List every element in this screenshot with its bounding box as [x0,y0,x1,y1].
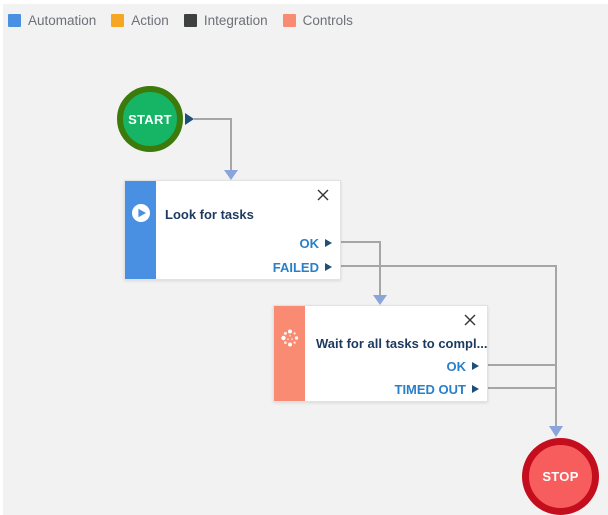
task1-stripe [125,181,156,279]
automation-swatch [8,14,21,27]
start-output-port [185,113,194,125]
port-triangle-icon [325,239,332,247]
task-node-look-for-tasks[interactable]: Look for tasks OK FAILED [124,180,341,280]
node-title: Wait for all tasks to compl... [316,336,488,351]
port-triangle-icon [325,263,332,271]
output-port-ok[interactable]: OK [446,356,479,376]
output-label: OK [299,235,320,251]
legend-label: Action [131,13,169,28]
output-port-timed-out[interactable]: TIMED OUT [394,379,479,399]
close-icon[interactable] [462,312,478,328]
legend-label: Automation [28,13,97,28]
output-port-ok[interactable]: OK [299,233,332,253]
arrowhead-into-task1 [224,170,238,180]
port-triangle-icon [472,362,479,370]
port-triangle-icon [472,385,479,393]
start-label: START [128,111,172,127]
legend-item-action: Action [111,13,169,28]
play-circle-icon [131,204,150,222]
start-node[interactable]: START [117,86,183,152]
spinner-icon [280,329,298,347]
connector-start-to-task1 [194,118,232,170]
output-label: OK [446,358,467,374]
node-title: Look for tasks [165,207,254,222]
output-port-failed[interactable]: FAILED [273,257,332,277]
legend-item-automation: Automation [8,13,96,28]
legend-label: Integration [203,13,268,28]
workflow-canvas[interactable]: Automation Action Integration Controls [3,4,608,515]
task-node-wait-for-all-tasks[interactable]: Wait for all tasks to compl... OK TIMED … [273,305,488,402]
output-label: TIMED OUT [394,381,467,397]
arrowhead-into-task2 [373,295,387,305]
integration-swatch [183,14,197,27]
legend-label: Controls [302,13,353,28]
connector-task1-failed-to-stop [341,265,557,426]
connector-task1-ok-to-task2 [341,241,381,295]
legend: Automation Action Integration Controls [8,13,353,28]
close-icon[interactable] [315,187,331,203]
action-swatch [111,14,125,27]
controls-swatch [282,14,296,27]
task2-stripe [274,306,305,401]
legend-item-integration: Integration [183,13,268,28]
output-label: FAILED [272,259,319,275]
stop-label: STOP [542,469,579,484]
stop-node[interactable]: STOP [522,438,599,515]
legend-item-controls: Controls [282,13,353,28]
arrowhead-into-stop [549,426,563,437]
